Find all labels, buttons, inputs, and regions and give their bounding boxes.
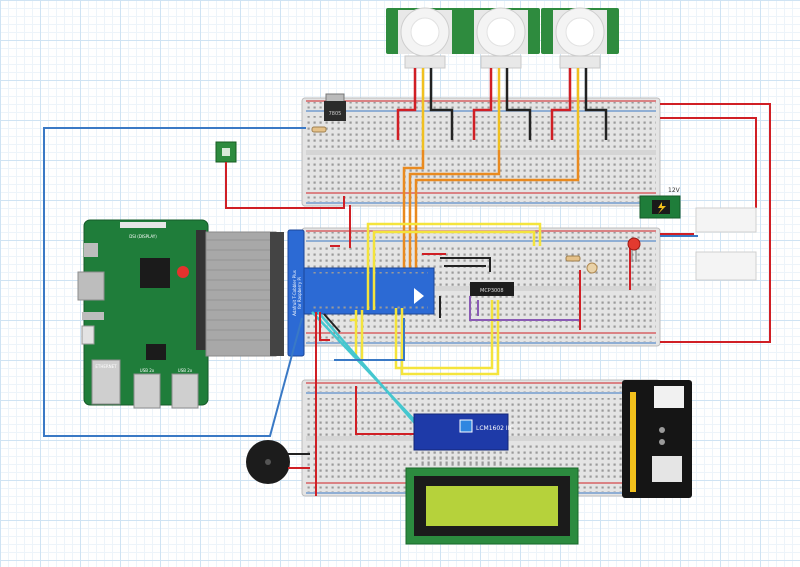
adc-chip [470, 282, 514, 296]
switch-module [215, 141, 237, 163]
photoresistor-icon [586, 262, 598, 274]
pi-usb-label-1: USB 2x [140, 368, 155, 373]
black-wires [323, 257, 491, 333]
yellow-wires [350, 222, 542, 376]
pi-usb-label-2: USB 2x [178, 368, 193, 373]
pi-ethernet-label: ETHERNET [95, 364, 117, 369]
svg-text:7805: 7805 [329, 111, 342, 117]
pir-motion-sensor-icon [386, 7, 619, 69]
pi-display-label: DSI (DISPLAY) [129, 234, 157, 239]
red-wires [225, 103, 771, 496]
raspberry-pi-board [77, 219, 209, 409]
cobbler-label-2: for Raspberry Pi [297, 277, 302, 309]
power-jack [639, 195, 681, 219]
voltage-regulator-icon: 7805 [324, 93, 346, 121]
power-jack-label: 12V [668, 187, 681, 194]
chip-label: MCP3008 [480, 288, 504, 294]
blue-wires [43, 127, 698, 437]
cobbler-label-1: Adafruit T-Cobbler Plus [292, 270, 297, 316]
cyan-wires [311, 311, 427, 437]
resistor-icon [565, 255, 581, 262]
purple-wires [469, 296, 580, 321]
resistor-icon [311, 126, 327, 133]
lcd-i2c-backpack [413, 413, 509, 466]
ribbon-cable [205, 231, 284, 357]
lcd-backpack-label: LCM1602 IIC [476, 425, 514, 432]
led-icon [627, 237, 641, 262]
buzzer-icon [246, 440, 310, 484]
lcd-display [405, 467, 579, 545]
relay-module-icon [695, 207, 757, 281]
power-supply-module [622, 380, 692, 498]
